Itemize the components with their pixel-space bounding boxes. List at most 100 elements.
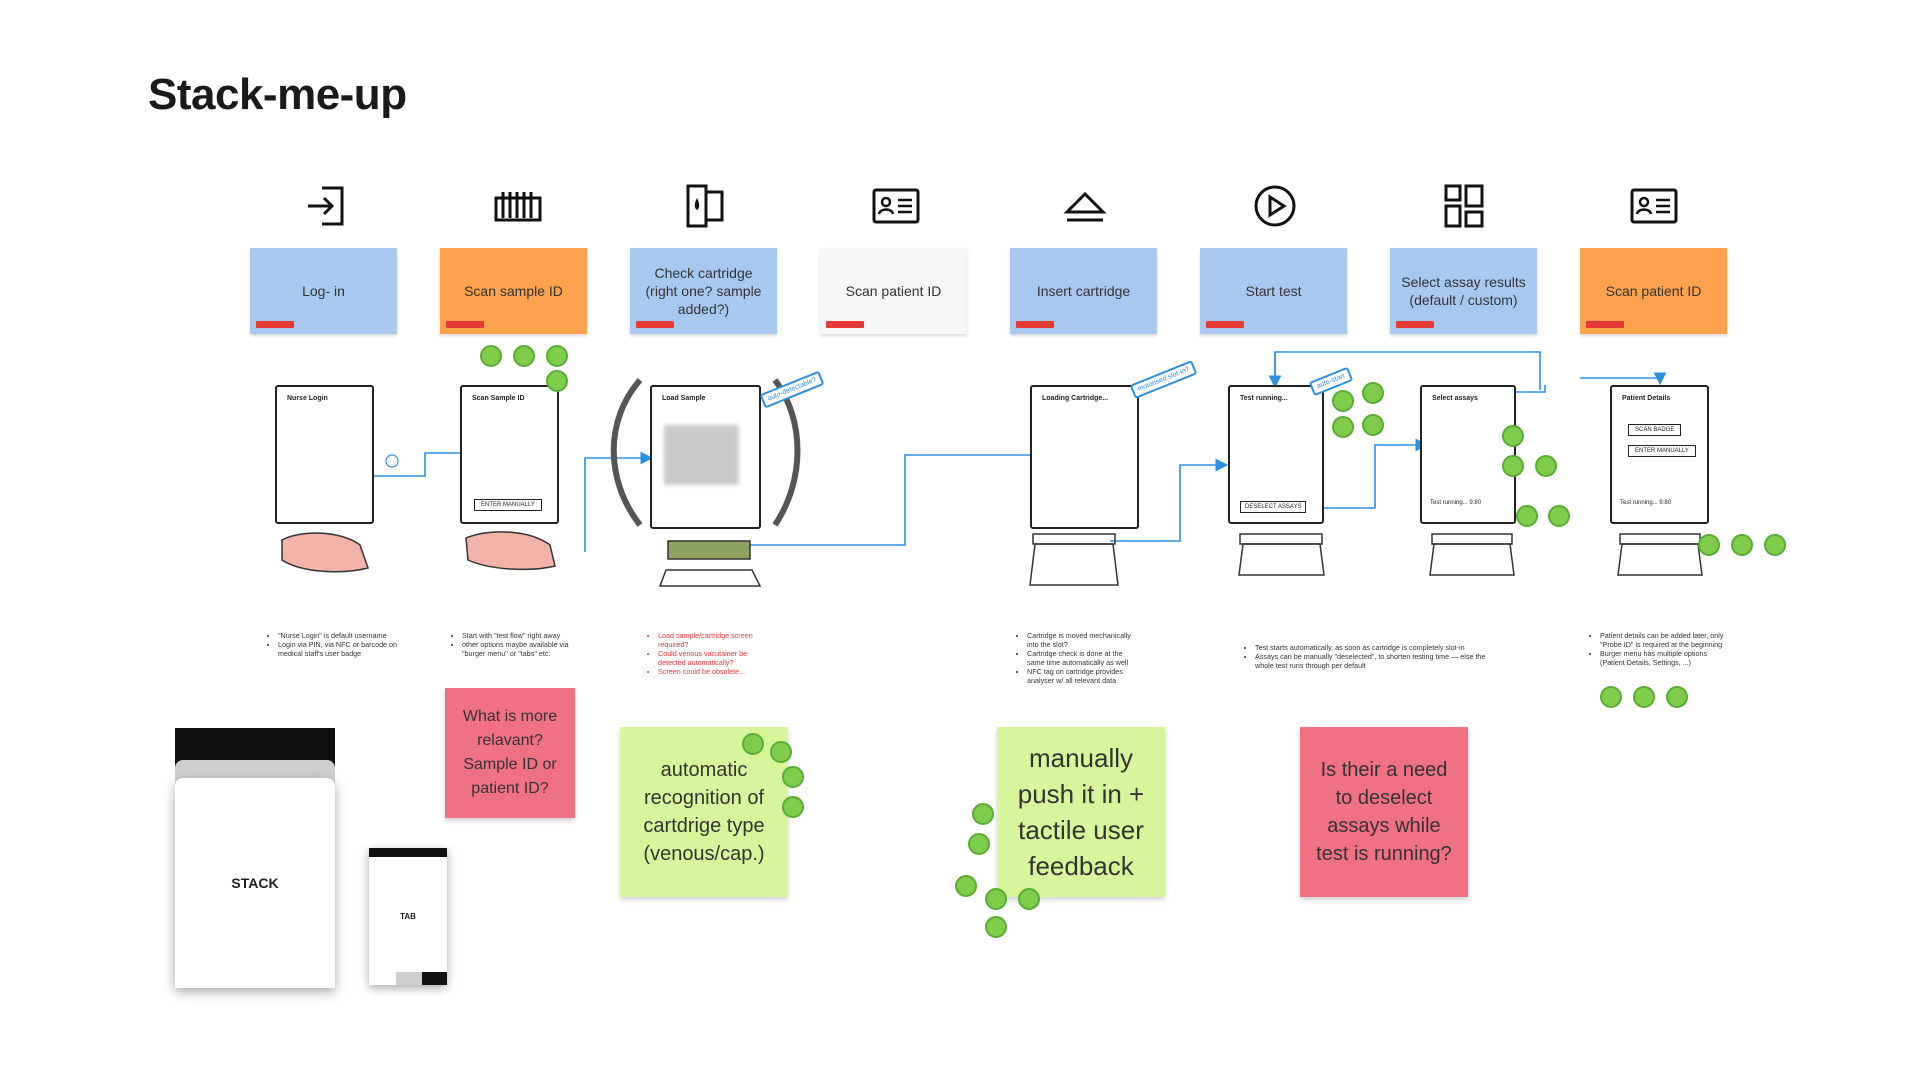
sketch-title: Select assays xyxy=(1432,395,1478,402)
eject-icon xyxy=(1057,178,1113,234)
note-cartridge: Load sample/cartridge screen required?Co… xyxy=(648,631,768,676)
vote-dot xyxy=(968,833,990,855)
sketch-select-screen: Select assays Test running... 9:80 xyxy=(1420,385,1516,524)
sticky-text: What is more relavant? Sample ID or pati… xyxy=(462,708,558,797)
sticky-text: Is their a need to deselect assays while… xyxy=(1316,759,1452,865)
sketch-title: Load Sample xyxy=(662,395,706,402)
vote-dot xyxy=(742,733,764,755)
sketch-loading-screen: Loading Cartridge... xyxy=(1030,385,1139,529)
note-login: "Nurse Login" is default usernameLogin v… xyxy=(268,631,408,658)
step-card-scan-patient-final[interactable]: Scan patient ID xyxy=(1580,248,1727,334)
note-scan: Start with "test flow" right awayother o… xyxy=(452,631,582,658)
note-insert: Cartridge is moved mechanically into the… xyxy=(1017,631,1142,685)
enter-manually-button: ENTER MANUALLY xyxy=(1628,445,1696,457)
sketch-load-screen: Load Sample xyxy=(650,385,761,529)
step-card-check-cartridge[interactable]: Check cartridge (right one? sample added… xyxy=(630,248,777,334)
vote-dot xyxy=(480,345,502,367)
vote-dot xyxy=(1548,505,1570,527)
sketch-running-screen: Test running... DESELECT ASSAYS xyxy=(1228,385,1324,524)
sketch-title: Nurse Login xyxy=(287,395,328,402)
step-label: Scan sample ID xyxy=(464,283,563,299)
step-label: Scan patient ID xyxy=(845,283,942,299)
sticky-text: automatic recognition of cartdrige type … xyxy=(643,759,765,865)
screen-tag xyxy=(1206,321,1244,328)
vote-dot xyxy=(1600,686,1622,708)
vote-dot xyxy=(1666,686,1688,708)
vote-dot xyxy=(782,766,804,788)
sketch-title: Test running... xyxy=(1240,395,1288,402)
stack-label: STACK xyxy=(231,875,279,891)
vote-dot xyxy=(1502,455,1524,477)
sketch-login-screen: Nurse Login xyxy=(275,385,374,524)
scan-badge-button: SCAN BADGE xyxy=(1628,424,1682,436)
screen-tag xyxy=(446,321,484,328)
step-card-scan-patient[interactable]: Scan patient ID xyxy=(820,248,967,334)
status-text: Test running... 9:80 xyxy=(1430,500,1482,506)
sticky-text: manually push it in + tactile user feedb… xyxy=(1017,743,1145,881)
note-test: Test starts automatically, as soon as ca… xyxy=(1245,643,1490,670)
vote-dot xyxy=(770,741,792,763)
step-card-start-test[interactable]: Start test xyxy=(1200,248,1347,334)
sketch-patient-screen: Patient Details SCAN BADGE ENTER MANUALL… xyxy=(1610,385,1709,524)
step-label: Select assay results (default / custom) xyxy=(1401,274,1526,308)
vote-dot xyxy=(1332,390,1354,412)
step-label: Log- in xyxy=(302,283,345,299)
vote-dot xyxy=(546,370,568,392)
vote-dot xyxy=(1516,505,1538,527)
status-text: Test running... 9:80 xyxy=(1620,500,1672,506)
tab-segment-grey xyxy=(396,972,422,985)
screen-tag xyxy=(1396,321,1434,328)
blurred-image xyxy=(664,425,739,485)
step-card-insert-cartridge[interactable]: Insert cartridge xyxy=(1010,248,1157,334)
vote-dot xyxy=(1535,455,1557,477)
vote-dot xyxy=(1362,414,1384,436)
vote-dot xyxy=(1633,686,1655,708)
step-card-select-assays[interactable]: Select assay results (default / custom) xyxy=(1390,248,1537,334)
sticky-note-auto-recognition[interactable]: automatic recognition of cartdrige type … xyxy=(620,727,788,897)
vote-dot xyxy=(1332,416,1354,438)
vote-dot xyxy=(985,916,1007,938)
vote-dot xyxy=(782,796,804,818)
barcode-icon xyxy=(490,178,546,234)
step-card-scan-sample[interactable]: Scan sample ID xyxy=(440,248,587,334)
stack-card: STACK xyxy=(175,778,335,988)
step-card-login[interactable]: Log- in xyxy=(250,248,397,334)
sticky-note-deselect-question[interactable]: Is their a need to deselect assays while… xyxy=(1300,727,1468,897)
screen-tag xyxy=(256,321,294,328)
screen-tag xyxy=(1586,321,1624,328)
sticky-note-manual-push[interactable]: manually push it in + tactile user feedb… xyxy=(997,727,1165,897)
page-title: Stack-me-up xyxy=(148,70,407,119)
login-icon xyxy=(300,178,356,234)
sketch-scan-screen: Scan Sample ID ENTER MANUALLY xyxy=(460,385,559,524)
sketch-title: Patient Details xyxy=(1622,395,1671,402)
step-label: Start test xyxy=(1245,283,1302,299)
vote-dot xyxy=(1502,425,1524,447)
annotation-motorised: motorised slot-in? xyxy=(1129,359,1198,400)
screen-tag xyxy=(826,321,864,328)
deselect-assays-button: DESELECT ASSAYS xyxy=(1240,501,1307,513)
screen-tag xyxy=(1016,321,1054,328)
step-label: Check cartridge (right one? sample added… xyxy=(645,265,762,317)
vote-dot xyxy=(955,875,977,897)
vote-dot xyxy=(513,345,535,367)
vote-dot xyxy=(1764,534,1786,556)
tab-label: TAB xyxy=(400,912,416,921)
note-patient: Patient details can be added later, only… xyxy=(1590,631,1725,667)
vote-dot xyxy=(985,888,1007,910)
vote-dot xyxy=(1731,534,1753,556)
enter-manually-button: ENTER MANUALLY xyxy=(474,499,542,511)
annotation-auto-detectable: auto-detectable? xyxy=(759,370,825,409)
tab-segment-black xyxy=(422,972,447,985)
vote-dot xyxy=(1018,888,1040,910)
cartridge-icon xyxy=(678,178,734,234)
sketch-title: Scan Sample ID xyxy=(472,395,525,402)
vote-dot xyxy=(1698,534,1720,556)
stack-mockup: STACK xyxy=(175,728,340,990)
sticky-note-id-question[interactable]: What is more relavant? Sample ID or pati… xyxy=(445,688,575,818)
step-label: Scan patient ID xyxy=(1605,283,1702,299)
id-card-icon xyxy=(1626,178,1682,234)
tab-mockup: TAB xyxy=(369,848,447,985)
grid-icon xyxy=(1436,178,1492,234)
screen-tag xyxy=(636,321,674,328)
vote-dot xyxy=(1362,382,1384,404)
